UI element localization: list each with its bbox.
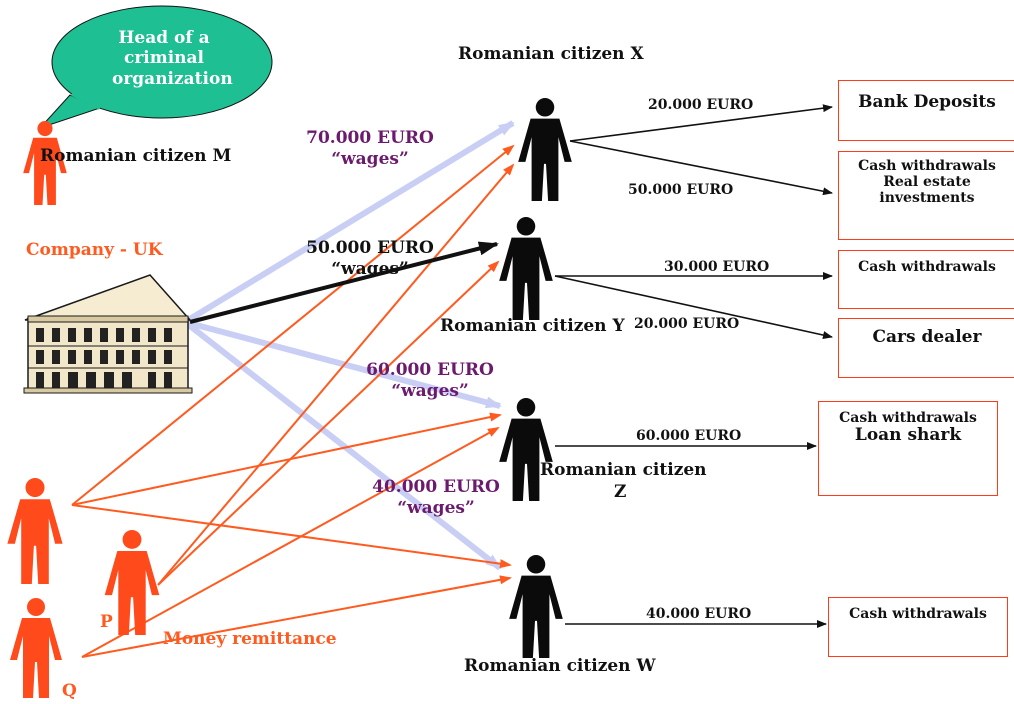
flow-y-cash: 30.000 EURO <box>664 259 770 275</box>
citizen-z-icon <box>499 398 553 501</box>
person-p-head <box>122 530 142 549</box>
label-money-remittance: Money remittance <box>163 629 337 649</box>
box-cash-loan-shark-line-1: Cash withdrawals <box>839 410 977 426</box>
remittance-arrows <box>71 144 515 658</box>
flow-x-cash: 50.000 EURO <box>628 182 734 198</box>
box-bank-deposits: Bank Deposits <box>838 80 1014 141</box>
wage-amount-y: 50.000 EURO <box>306 238 434 258</box>
people <box>7 98 572 698</box>
person-p-body <box>104 551 160 635</box>
citizen-x-body <box>518 118 572 201</box>
speech-bubble <box>38 5 273 130</box>
flow-w-cash: 40.000 EURO <box>646 606 752 622</box>
box-y-cash-withdrawals-line-1: Cash withdrawals <box>858 259 996 275</box>
person-q-icon <box>10 598 62 698</box>
wage-note-w: “wages” <box>397 498 475 518</box>
wage-note-y: “wages” <box>331 259 409 279</box>
wage-amount-x: 70.000 EURO <box>306 128 434 148</box>
person-m-icon <box>23 121 67 205</box>
person-p-icon <box>104 530 160 635</box>
citizen-y-head <box>516 217 536 236</box>
box-cash-real-estate: Cash withdrawals Real estate investments <box>838 151 1014 240</box>
citizen-y-icon <box>499 217 553 320</box>
box-y-cash-withdrawals: Cash withdrawals <box>838 250 1014 309</box>
person-q-body <box>10 618 62 698</box>
person-1-icon <box>7 478 63 584</box>
flow-z-cash: 60.000 EURO <box>636 428 742 444</box>
box-cars-dealer-line-1: Cars dealer <box>872 327 982 347</box>
person-1-head <box>25 478 45 498</box>
box-cash-real-estate-line-3: investments <box>879 190 975 207</box>
citizen-y-body <box>499 237 553 320</box>
box-cash-real-estate-line-2: Real estate <box>883 174 971 191</box>
citizen-z-body <box>499 418 553 501</box>
outflow-arrows <box>554 104 833 628</box>
flow-x-bank: 20.000 EURO <box>648 97 754 113</box>
label-person-p: P <box>100 612 113 632</box>
label-citizen-z-line1: Romanian citizen <box>540 460 707 480</box>
person-m-head <box>37 121 53 137</box>
label-citizen-y: Romanian citizen Y <box>440 316 625 336</box>
citizen-w-head <box>526 555 546 574</box>
box-bank-deposits-line-1: Bank Deposits <box>858 92 996 112</box>
label-citizen-x: Romanian citizen X <box>458 44 644 64</box>
wage-amount-w: 40.000 EURO <box>372 477 500 497</box>
box-cash-real-estate-line-1: Cash withdrawals <box>858 158 996 174</box>
citizen-w-icon <box>509 555 563 658</box>
box-w-cash-withdrawals: Cash withdrawals <box>828 597 1008 657</box>
flow-y-cars: 20.000 EURO <box>634 316 740 332</box>
wage-note-z: “wages” <box>391 381 469 401</box>
label-citizen-z-line2: Z <box>614 482 627 502</box>
box-cars-dealer: Cars dealer <box>838 318 1014 378</box>
label-person-q: Q <box>62 681 77 701</box>
box-cash-loan-shark-line-2: Loan shark <box>854 425 962 446</box>
company-building-icon <box>23 274 193 394</box>
label-citizen-w: Romanian citizen W <box>464 656 656 676</box>
person-1-body <box>7 499 63 584</box>
label-citizen-m: Romanian citizen M <box>40 146 232 166</box>
person-q-head <box>27 598 45 616</box>
citizen-x-icon <box>518 98 572 201</box>
wage-arrows <box>183 120 515 571</box>
citizen-x-head <box>535 98 555 117</box>
company-to-y-arrow <box>189 241 499 324</box>
wage-note-x: “wages” <box>331 149 409 169</box>
citizen-w-body <box>509 575 563 658</box>
person-m-body <box>23 137 67 205</box>
box-cash-loan-shark: Cash withdrawals Loan shark <box>818 401 998 496</box>
box-w-cash-withdrawals-line-1: Cash withdrawals <box>849 606 987 622</box>
citizen-z-head <box>516 398 536 417</box>
bubble-text: Head of a criminal organization <box>112 28 233 89</box>
wage-amount-z: 60.000 EURO <box>366 360 494 380</box>
label-company-uk: Company - UK <box>26 240 163 260</box>
